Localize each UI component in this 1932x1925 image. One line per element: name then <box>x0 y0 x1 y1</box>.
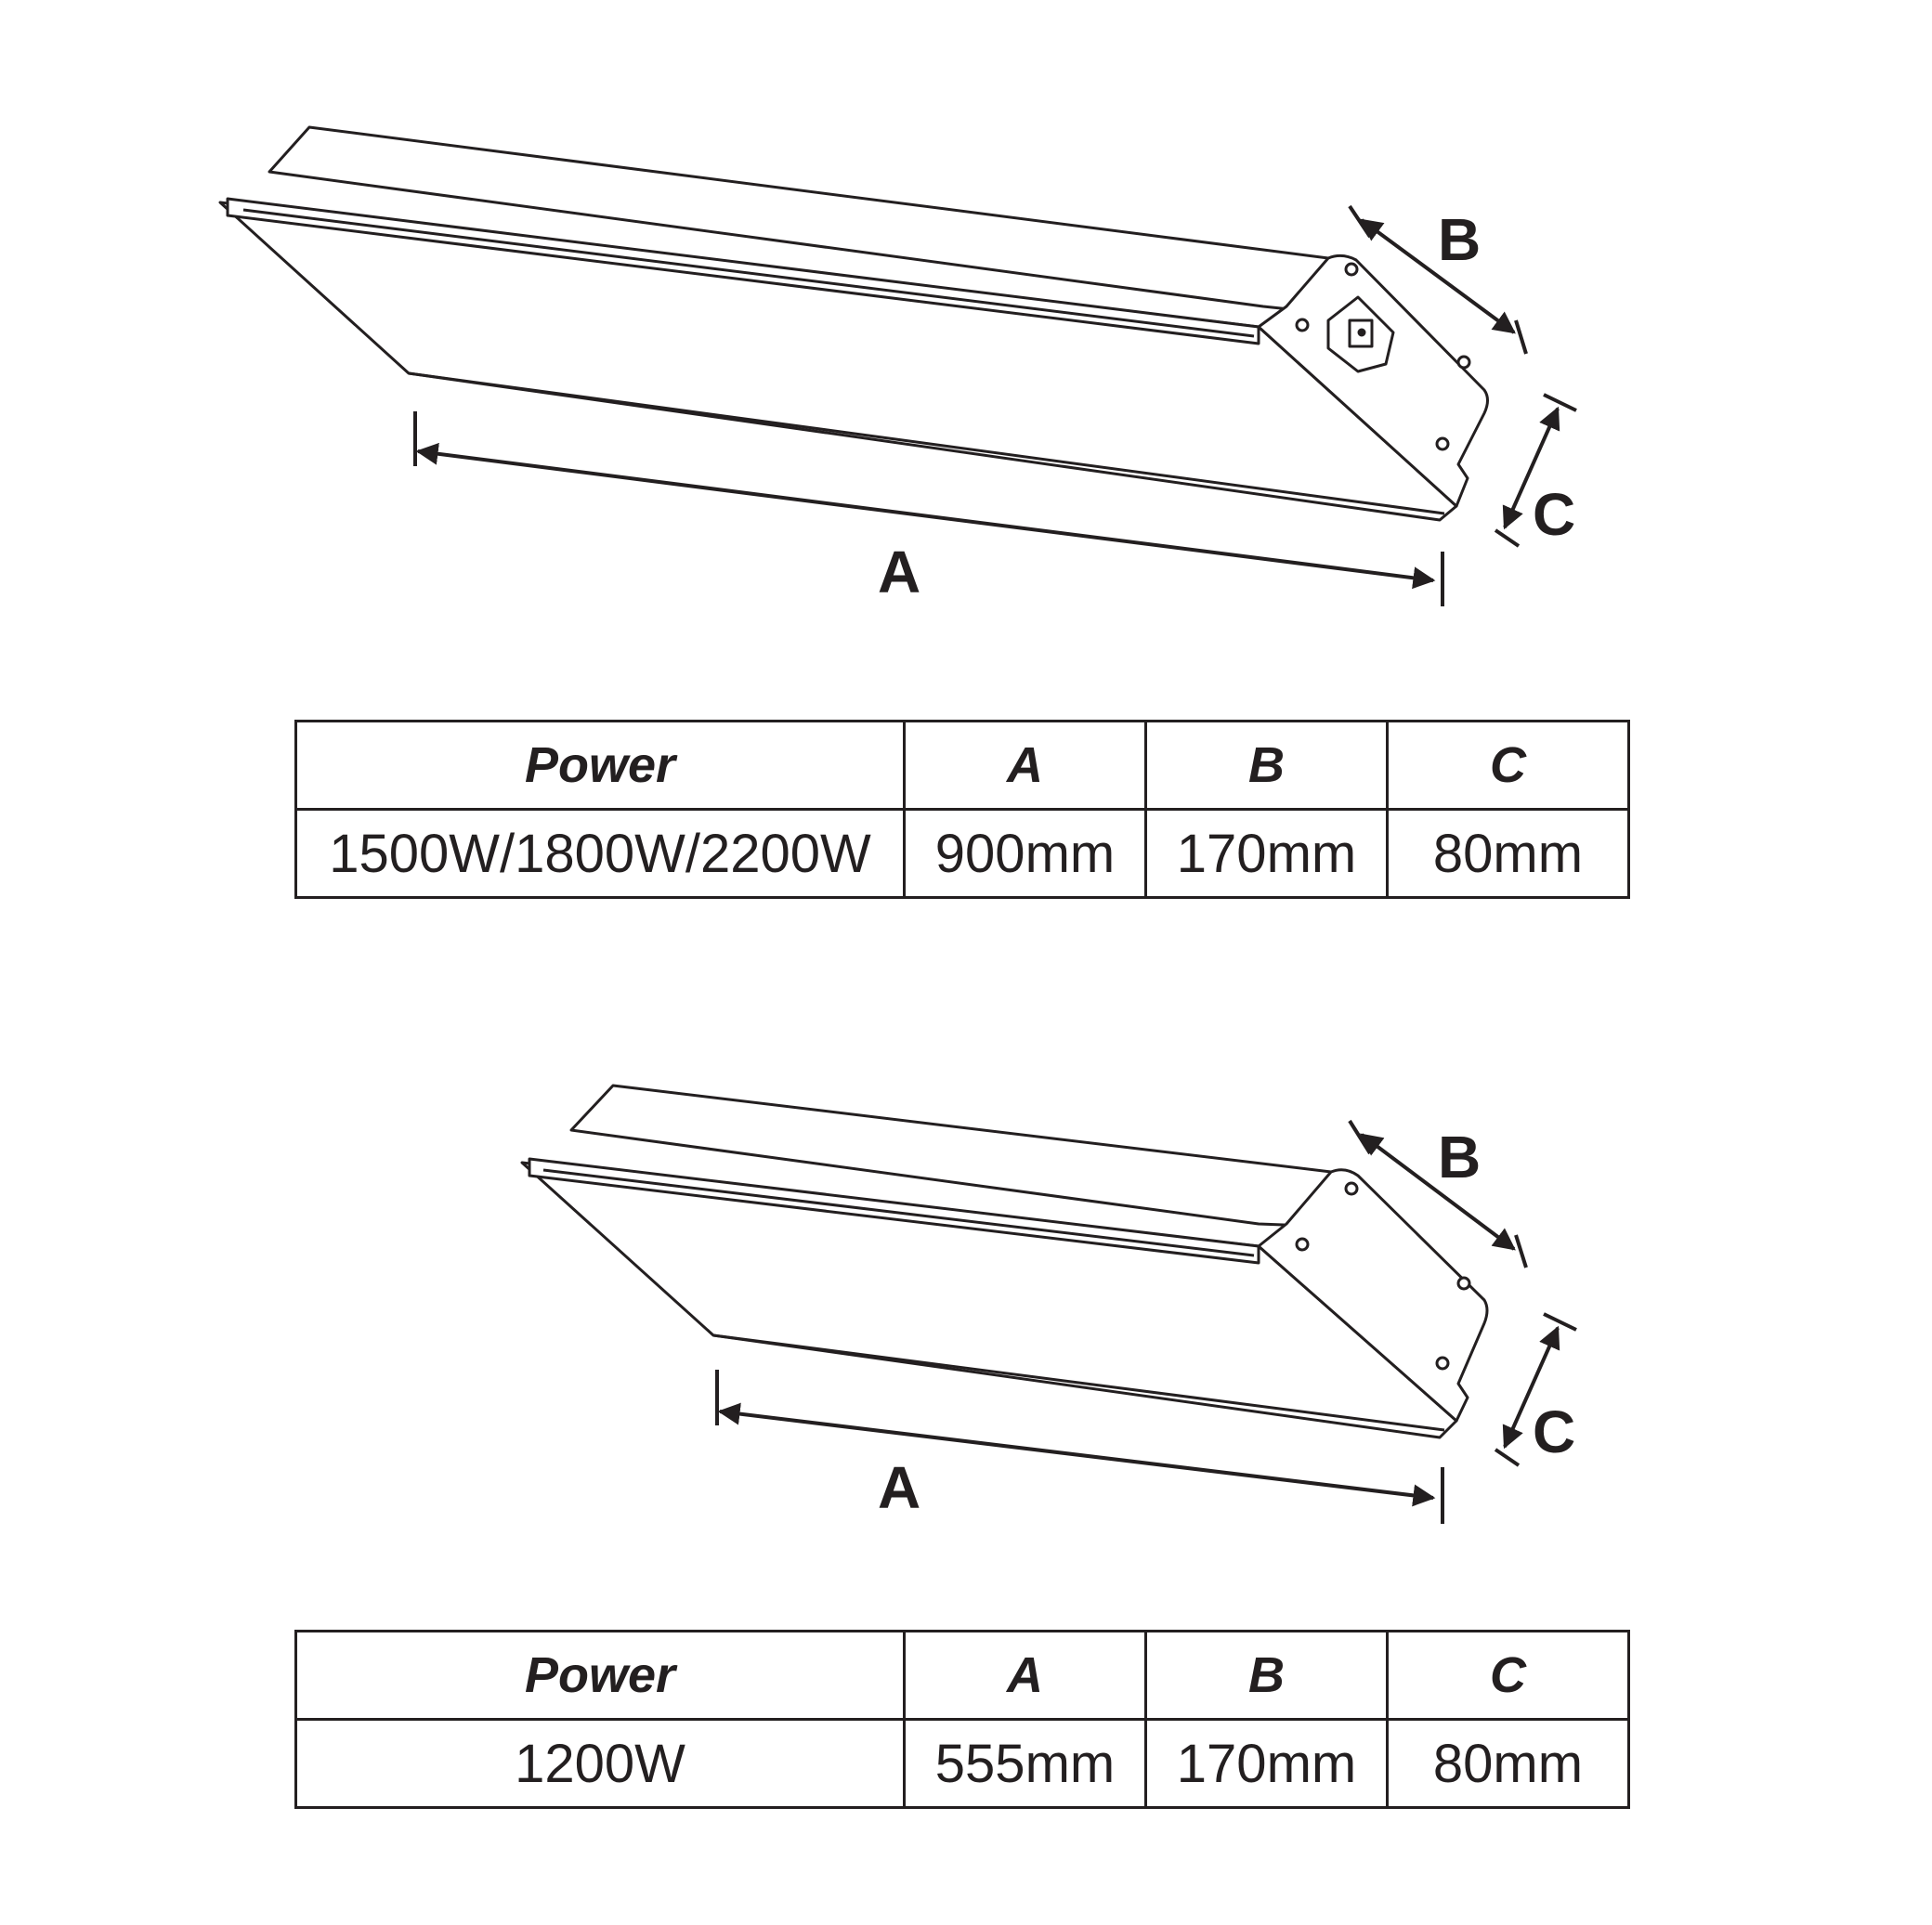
screw <box>1435 1356 1450 1371</box>
screw <box>1344 1181 1359 1196</box>
header-b: B <box>1144 720 1389 811</box>
dim-a-2 <box>717 1402 1436 1507</box>
dim-label-c-2: C <box>1533 1398 1575 1465</box>
cell-power: 1200W <box>294 1718 906 1809</box>
spec-table-1: Power A B C 1500W/1800W/2200W 900mm 170m… <box>294 720 1630 899</box>
header-power: Power <box>294 720 906 811</box>
screw <box>1456 355 1471 370</box>
header-power: Power <box>294 1630 906 1721</box>
dim-label-c-1: C <box>1533 481 1575 548</box>
cell-b: 170mm <box>1144 808 1389 899</box>
dim-b-1 <box>1360 218 1516 334</box>
screw <box>1295 318 1310 332</box>
header-c: C <box>1386 720 1630 811</box>
table-header-row: Power A B C <box>294 720 1630 811</box>
cell-a: 900mm <box>903 808 1147 899</box>
dim-c-1 <box>1502 406 1560 530</box>
dim-c-2 <box>1502 1325 1560 1450</box>
header-a: A <box>903 720 1147 811</box>
dimension-lines-1 <box>413 204 1577 606</box>
table-header-row: Power A B C <box>294 1630 1630 1721</box>
dim-label-a-2: A <box>878 1454 920 1521</box>
cell-c: 80mm <box>1386 808 1630 899</box>
dimension-lines-2 <box>715 1119 1577 1524</box>
heater-small <box>520 1084 1489 1439</box>
screw <box>1344 262 1359 277</box>
screw <box>1435 436 1450 451</box>
cell-c: 80mm <box>1386 1718 1630 1809</box>
table-row: 1200W 555mm 170mm 80mm <box>294 1718 1630 1809</box>
heater-large <box>218 125 1489 522</box>
header-a: A <box>903 1630 1147 1721</box>
header-b: B <box>1144 1630 1389 1721</box>
header-c: C <box>1386 1630 1630 1721</box>
table-row: 1500W/1800W/2200W 900mm 170mm 80mm <box>294 808 1630 899</box>
dim-label-b-2: B <box>1438 1124 1481 1190</box>
end-cap <box>1257 1168 1489 1423</box>
dim-label-a-1: A <box>878 539 920 605</box>
cell-power: 1500W/1800W/2200W <box>294 808 906 899</box>
screw <box>1295 1237 1310 1252</box>
cell-a: 555mm <box>903 1718 1147 1809</box>
dim-a-1 <box>415 442 1436 590</box>
dim-b-2 <box>1360 1133 1516 1251</box>
cell-b: 170mm <box>1144 1718 1389 1809</box>
screw <box>1456 1276 1471 1291</box>
spec-table-2: Power A B C 1200W 555mm 170mm 80mm <box>294 1630 1630 1809</box>
dim-label-b-1: B <box>1438 206 1481 273</box>
